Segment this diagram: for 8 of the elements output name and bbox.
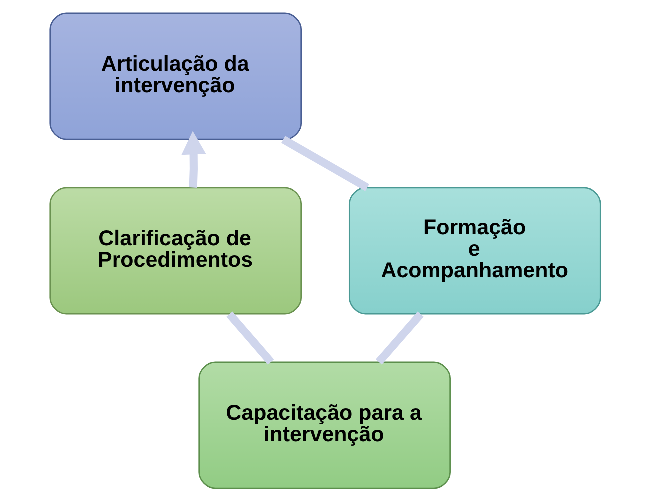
node-box: Articulação da intervenção: [49, 12, 302, 140]
node-box: Capacitação para a intervenção: [198, 362, 450, 490]
arrow: [181, 131, 206, 188]
connector: [226, 312, 274, 365]
node-box: Formação e Acompanhamento: [348, 187, 601, 315]
node-box: Clarificação de Procedimentos: [49, 187, 302, 315]
connector: [376, 312, 424, 365]
connector: [280, 136, 369, 192]
